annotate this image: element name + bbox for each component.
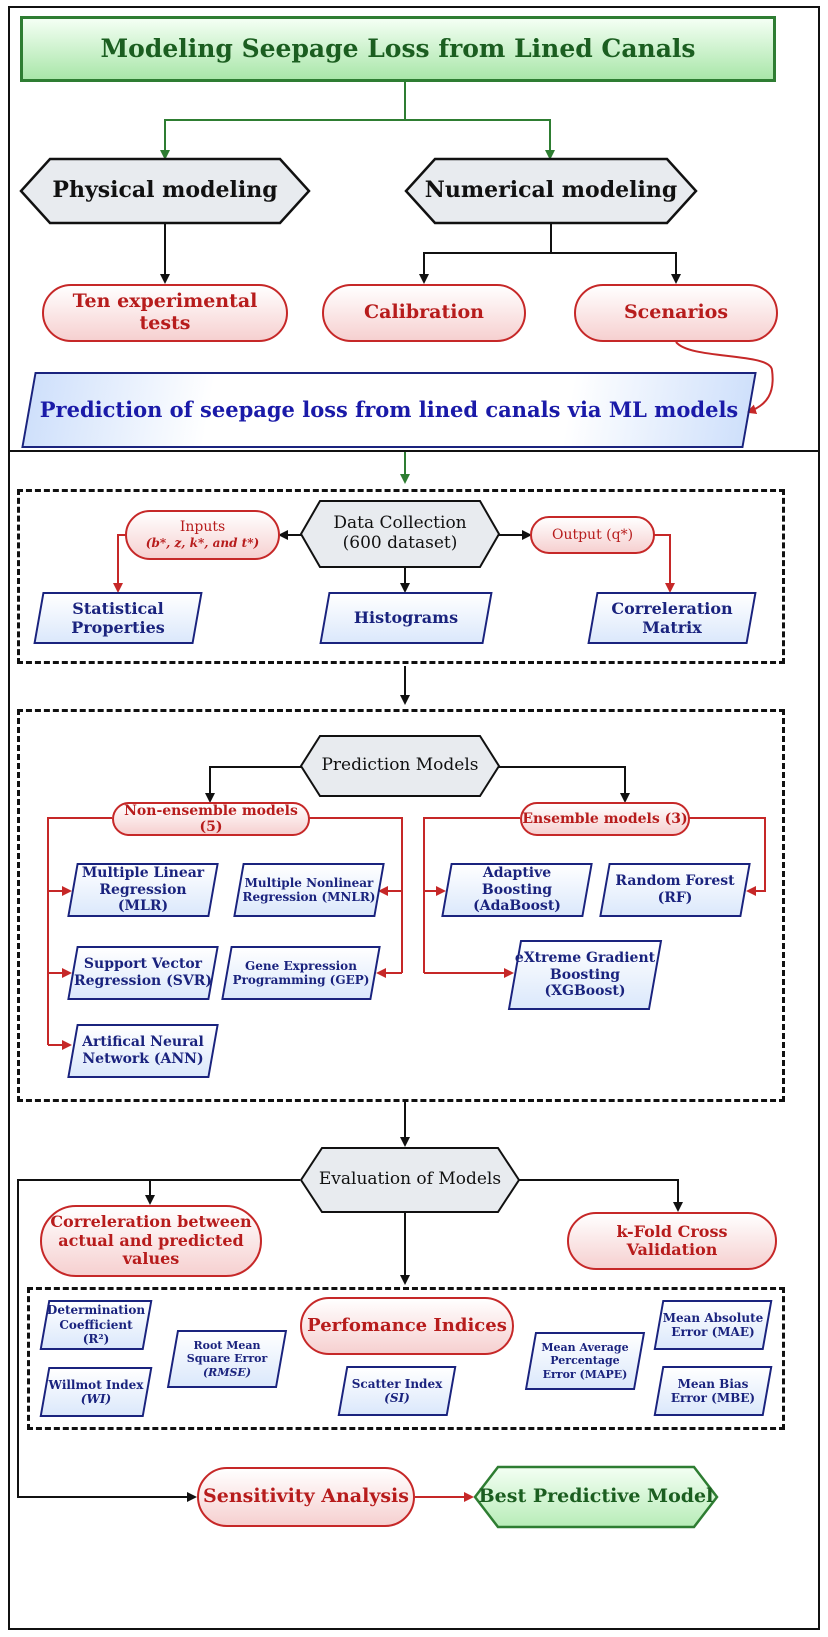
inputs-label: Inputs(b*, z, k*, and t*)	[145, 518, 260, 550]
inputs-node: Inputs(b*, z, k*, and t*)	[125, 510, 280, 560]
adaboost-label: Adaptive Boosting(AdaBoost)	[473, 864, 561, 915]
sensitivity-analysis-node: Sensitivity Analysis	[197, 1467, 415, 1527]
adaboost-node: Adaptive Boosting(AdaBoost)	[441, 863, 593, 917]
numerical-modeling-label: Numerical modeling	[424, 177, 678, 204]
wi-node: Willmot Index(WI)	[39, 1367, 153, 1417]
prediction-models-label: Prediction Models	[321, 755, 479, 776]
bottom-section-frame	[8, 450, 820, 1630]
data-collection-node: Data Collection(600 dataset)	[299, 500, 501, 568]
main-title: Modeling Seepage Loss from Lined Canals	[20, 16, 776, 82]
random-forest-label: Random Forest(RF)	[615, 873, 735, 906]
random-forest-node: Random Forest(RF)	[599, 863, 751, 917]
hexagon-shape	[19, 157, 311, 225]
output-node: Output (q*)	[530, 516, 655, 554]
prediction-banner-label: Prediction of seepage loss from lined ca…	[39, 397, 739, 423]
best-predictive-model-node: Best Predictive Model	[473, 1465, 719, 1529]
scenarios-node: Scenarios	[574, 284, 778, 342]
kfold-cross-validation-node: k-Fold Cross Validation	[567, 1212, 777, 1270]
numerical-modeling-node: Numerical modeling	[404, 157, 698, 225]
evaluation-of-models-label: Evaluation of Models	[318, 1169, 502, 1190]
performance-indices-node: Perfomance Indices	[300, 1297, 514, 1355]
ensemble-models-node: Ensemble models (3)	[520, 802, 690, 836]
hexagon-shape	[299, 1147, 521, 1213]
calibration-node: Calibration	[322, 284, 526, 342]
histograms-label: Histograms	[353, 608, 459, 628]
data-collection-group	[17, 489, 785, 664]
physical-modeling-node: Physical modeling	[19, 157, 311, 225]
si-node: Scatter Index(SI)	[337, 1366, 457, 1416]
evaluation-of-models-node: Evaluation of Models	[299, 1147, 521, 1213]
hexagon-shape	[404, 157, 698, 225]
hexagon-shape	[299, 500, 501, 568]
data-collection-label: Data Collection(600 dataset)	[333, 513, 467, 553]
ten-experimental-tests-node: Ten experimental tests	[42, 284, 288, 342]
si-label: Scatter Index(SI)	[351, 1376, 443, 1405]
physical-modeling-label: Physical modeling	[52, 177, 278, 204]
best-predictive-model-label: Best Predictive Model	[478, 1485, 714, 1508]
hexagon-shape	[473, 1465, 719, 1529]
hexagon-shape	[299, 735, 501, 797]
prediction-models-group	[17, 709, 785, 1102]
prediction-models-node: Prediction Models	[299, 735, 501, 797]
prediction-banner: Prediction of seepage loss from lined ca…	[21, 372, 757, 448]
non-ensemble-models-node: Non-ensemble models (5)	[112, 802, 310, 836]
wi-label: Willmot Index(WI)	[48, 1377, 144, 1406]
histograms-node: Histograms	[319, 592, 493, 644]
